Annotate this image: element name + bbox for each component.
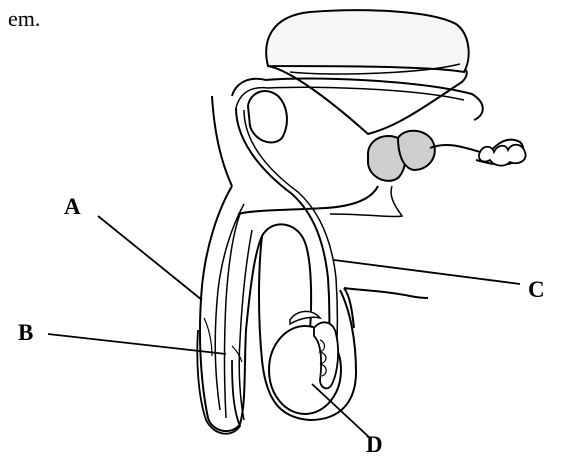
vas-deferens-descending <box>236 108 330 360</box>
glans <box>197 330 240 434</box>
label-a: A <box>64 194 81 219</box>
bladder-lower-wall <box>268 66 467 134</box>
label-d: D <box>366 432 383 457</box>
label-b: B <box>18 320 33 345</box>
label-c: C <box>528 277 545 302</box>
testis-cap <box>290 311 320 324</box>
leader-line-a <box>98 216 202 300</box>
seminal-vesicle <box>398 131 435 170</box>
leader-line-d <box>312 384 370 438</box>
pubic-bone <box>248 91 287 142</box>
abdomen-outline <box>212 96 232 186</box>
urethra-inner <box>330 186 402 217</box>
leader-line-c <box>334 260 520 284</box>
gland-coil <box>479 145 526 166</box>
urethra-upper <box>238 186 378 214</box>
bladder <box>266 10 468 72</box>
foreskin-detail <box>204 318 242 362</box>
thigh-edge <box>344 288 354 328</box>
thigh-outline <box>344 288 428 298</box>
